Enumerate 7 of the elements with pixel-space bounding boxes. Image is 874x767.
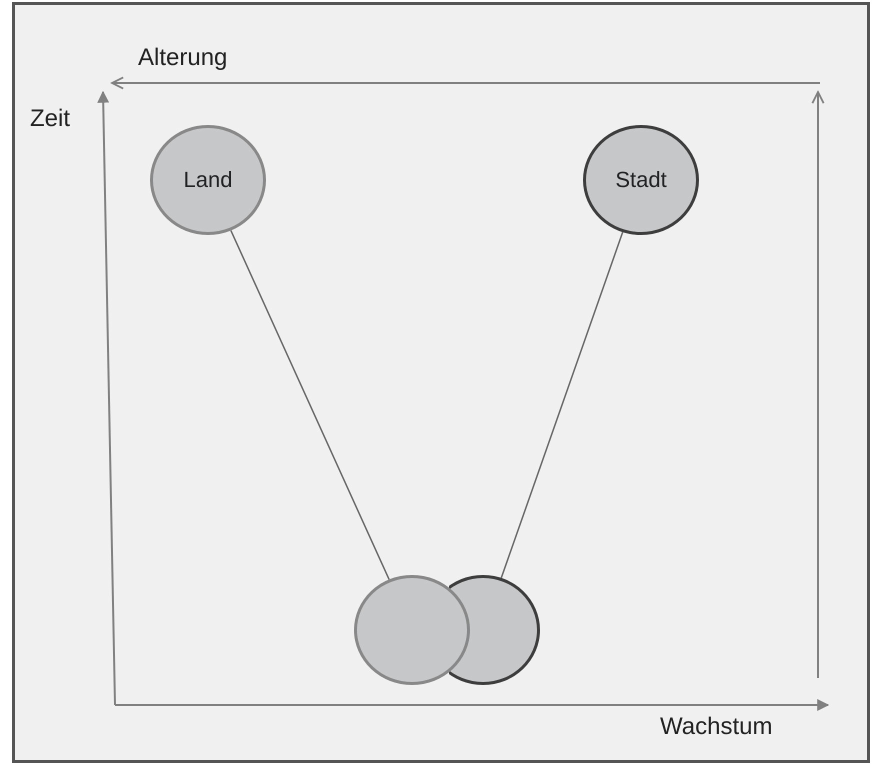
node-label: Land	[184, 167, 232, 193]
node-label: Stadt	[615, 167, 667, 193]
arrow-label: Alterung	[138, 44, 228, 72]
axis-label: Zeit	[30, 105, 70, 133]
connector-line	[230, 230, 390, 580]
connector-line	[500, 232, 624, 578]
axis-label: Wachstum	[660, 713, 772, 741]
